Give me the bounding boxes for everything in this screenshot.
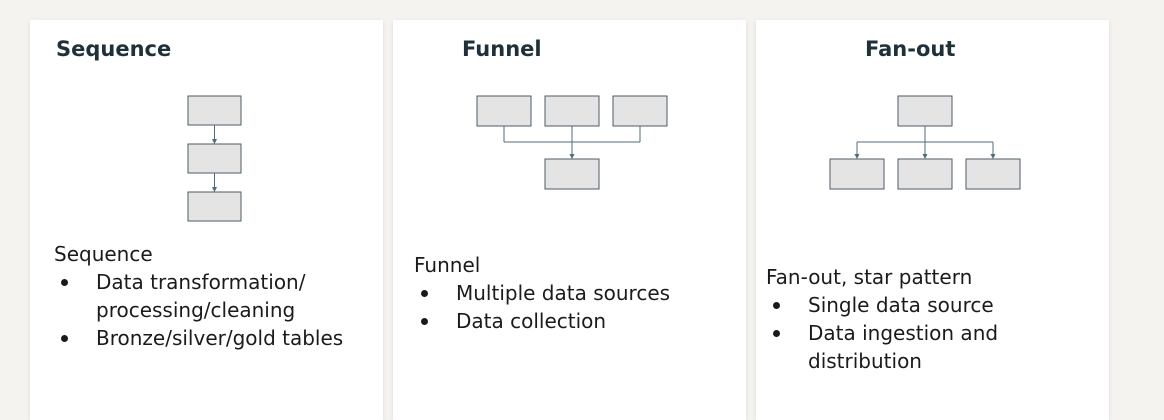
fan-out-heading: Fan-out, star pattern bbox=[766, 265, 973, 289]
sequence-box-2 bbox=[187, 143, 242, 174]
funnel-heading: Funnel bbox=[414, 253, 481, 277]
fan-out-source-box bbox=[897, 95, 953, 127]
funnel-diagram bbox=[476, 95, 668, 190]
sequence-heading: Sequence bbox=[54, 242, 153, 266]
fan-out-arrow bbox=[922, 154, 928, 159]
funnel-bullet: Data collection bbox=[414, 307, 734, 335]
sequence-description: Sequence Data transformation/ processing… bbox=[54, 240, 374, 352]
funnel-card: Funnel Funnel Multiple data sources Data… bbox=[393, 20, 746, 420]
fan-out-arrow bbox=[990, 154, 996, 159]
sequence-card: Sequence Sequence Data transformation/ p… bbox=[30, 20, 383, 420]
fan-out-bullet-list: Single data source Data ingestion and di… bbox=[766, 291, 1096, 375]
fan-out-title: Fan-out bbox=[865, 37, 956, 61]
sequence-title: Sequence bbox=[56, 37, 172, 61]
sequence-box-3 bbox=[187, 191, 242, 222]
funnel-source-box-1 bbox=[476, 95, 532, 127]
funnel-target-box bbox=[544, 158, 600, 190]
funnel-source-box-3 bbox=[612, 95, 668, 127]
funnel-bullet: Multiple data sources bbox=[414, 279, 734, 307]
fan-out-target-box-1 bbox=[829, 158, 885, 190]
fan-out-bullet: Data ingestion and distribution bbox=[766, 319, 1028, 375]
fan-out-bullet: Single data source bbox=[766, 291, 1096, 319]
funnel-bullet-list: Multiple data sources Data collection bbox=[414, 279, 734, 335]
sequence-bullet: Data transformation/ processing/cleaning bbox=[54, 268, 336, 324]
fan-out-arrow bbox=[854, 154, 860, 159]
fan-out-target-box-2 bbox=[897, 158, 953, 190]
fan-out-diagram bbox=[829, 95, 1021, 190]
sequence-bullet: Bronze/silver/gold tables bbox=[54, 324, 374, 352]
sequence-arrow-2 bbox=[212, 187, 217, 192]
funnel-source-box-2 bbox=[544, 95, 600, 127]
sequence-box-1 bbox=[187, 95, 242, 126]
sequence-arrow-1 bbox=[212, 139, 217, 144]
sequence-bullet-list: Data transformation/ processing/cleaning… bbox=[54, 268, 374, 352]
funnel-description: Funnel Multiple data sources Data collec… bbox=[414, 251, 734, 335]
funnel-title: Funnel bbox=[462, 37, 542, 61]
fan-out-card: Fan-out Fan-out, star pattern Single dat… bbox=[756, 20, 1109, 420]
fan-out-target-box-3 bbox=[965, 158, 1021, 190]
fan-out-description: Fan-out, star pattern Single data source… bbox=[766, 263, 1096, 375]
funnel-arrow bbox=[569, 154, 575, 159]
sequence-diagram bbox=[187, 95, 242, 222]
